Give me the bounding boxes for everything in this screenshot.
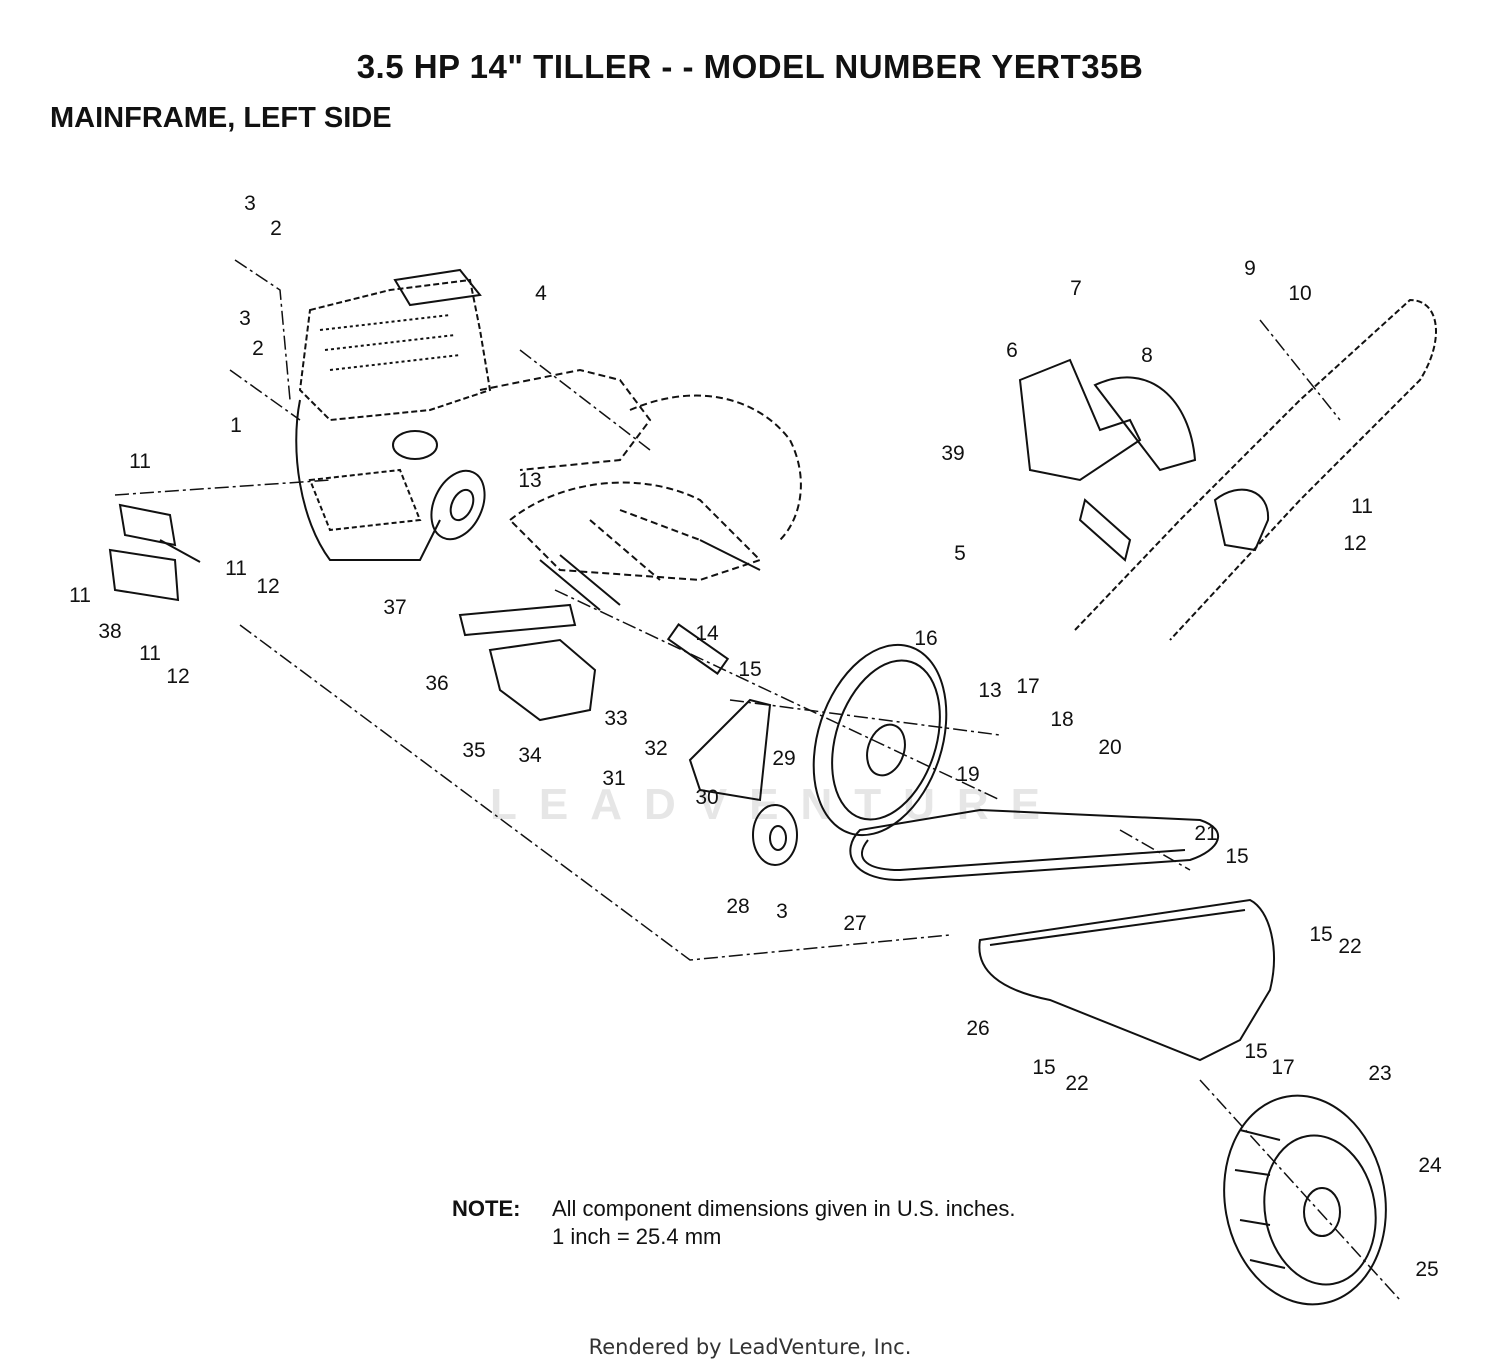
part-callout-3: 3 — [776, 900, 788, 923]
part-callout-15: 15 — [1225, 845, 1248, 868]
part-callout-26: 26 — [966, 1017, 989, 1040]
part-callout-22: 22 — [1065, 1072, 1088, 1095]
part-callout-4: 4 — [535, 282, 547, 305]
part-callout-27: 27 — [843, 912, 866, 935]
tine-shield-drawing — [1018, 298, 1437, 641]
part-callout-3: 3 — [244, 192, 256, 215]
bracket-38-drawing — [108, 503, 201, 602]
part-callout-22: 22 — [1338, 935, 1361, 958]
wheel-drawing — [1223, 1094, 1387, 1306]
part-callout-39: 39 — [941, 442, 964, 465]
part-callout-14: 14 — [695, 622, 719, 645]
part-callout-18: 18 — [1050, 708, 1073, 731]
part-callout-13: 13 — [978, 679, 1001, 702]
idler-bracket-drawing — [688, 698, 798, 866]
part-callout-21: 21 — [1194, 822, 1217, 845]
part-callout-19: 19 — [956, 763, 979, 786]
part-callout-11: 11 — [129, 450, 151, 473]
assembly-lines-drawing — [114, 259, 1401, 1301]
part-callout-24: 24 — [1418, 1154, 1442, 1177]
part-callout-38: 38 — [98, 620, 121, 643]
part-callout-17: 17 — [1016, 675, 1039, 698]
support-bracket-drawing — [458, 603, 597, 722]
part-callout-32: 32 — [644, 737, 667, 760]
part-callout-1: 1 — [230, 414, 242, 437]
note-label: NOTE: — [452, 1196, 521, 1221]
part-callout-9: 9 — [1244, 257, 1256, 280]
part-callout-17: 17 — [1271, 1056, 1294, 1079]
part-callout-11: 11 — [225, 557, 247, 580]
part-callout-33: 33 — [604, 707, 627, 730]
part-callout-37: 37 — [383, 596, 406, 619]
part-callout-15: 15 — [1032, 1056, 1055, 1079]
engine-pulley-drawing — [430, 469, 486, 541]
part-callout-28: 28 — [726, 895, 749, 918]
drive-pulley-drawing — [812, 643, 948, 837]
belt-guard-drawing — [978, 898, 1275, 1062]
watermark-text: LEADVENTURE — [490, 780, 1063, 829]
part-callout-36: 36 — [425, 672, 448, 695]
part-callout-30: 30 — [695, 786, 718, 809]
part-callout-8: 8 — [1141, 344, 1153, 367]
part-callout-31: 31 — [602, 767, 625, 790]
part-callout-16: 16 — [914, 627, 937, 650]
part-callout-3: 3 — [239, 307, 251, 330]
part-callout-5: 5 — [954, 542, 966, 565]
part-callout-10: 10 — [1288, 282, 1311, 305]
frame-drawing — [479, 368, 802, 582]
part-callout-20: 20 — [1098, 736, 1121, 759]
part-callout-15: 15 — [1244, 1040, 1267, 1063]
part-callout-13: 13 — [518, 469, 541, 492]
part-callout-35: 35 — [462, 739, 485, 762]
part-callout-2: 2 — [270, 217, 282, 240]
part-callout-15: 15 — [1309, 923, 1332, 946]
part-callout-12: 12 — [1343, 532, 1366, 555]
engine-drawing — [295, 268, 492, 561]
part-callout-11: 11 — [69, 584, 91, 607]
part-callout-11: 11 — [139, 642, 161, 665]
diagram-title: 3.5 HP 14" TILLER - - MODEL NUMBER YERT3… — [356, 48, 1144, 85]
part-callout-23: 23 — [1368, 1062, 1391, 1085]
part-callout-12: 12 — [166, 665, 189, 688]
note-text-1: All component dimensions given in U.S. i… — [552, 1196, 1016, 1221]
note-block: NOTE: All component dimensions given in U… — [452, 1195, 1015, 1251]
footer-credit: Rendered by LeadVenture, Inc. — [588, 1335, 912, 1359]
part-callout-34: 34 — [518, 744, 542, 767]
part-callout-25: 25 — [1415, 1258, 1438, 1281]
note-line-1: NOTE: All component dimensions given in U… — [452, 1195, 1015, 1223]
section-subtitle: MAINFRAME, LEFT SIDE — [50, 102, 392, 134]
part-callout-15: 15 — [738, 658, 761, 681]
part-callout-2: 2 — [252, 337, 264, 360]
part-callout-11: 11 — [1351, 495, 1373, 518]
part-callout-12: 12 — [256, 575, 279, 598]
part-callout-7: 7 — [1070, 277, 1082, 300]
drive-belt-drawing — [849, 808, 1220, 882]
part-callout-29: 29 — [772, 747, 795, 770]
shafts-drawing — [539, 539, 761, 675]
part-callout-6: 6 — [1006, 339, 1018, 362]
note-text-2: 1 inch = 25.4 mm — [552, 1224, 722, 1249]
